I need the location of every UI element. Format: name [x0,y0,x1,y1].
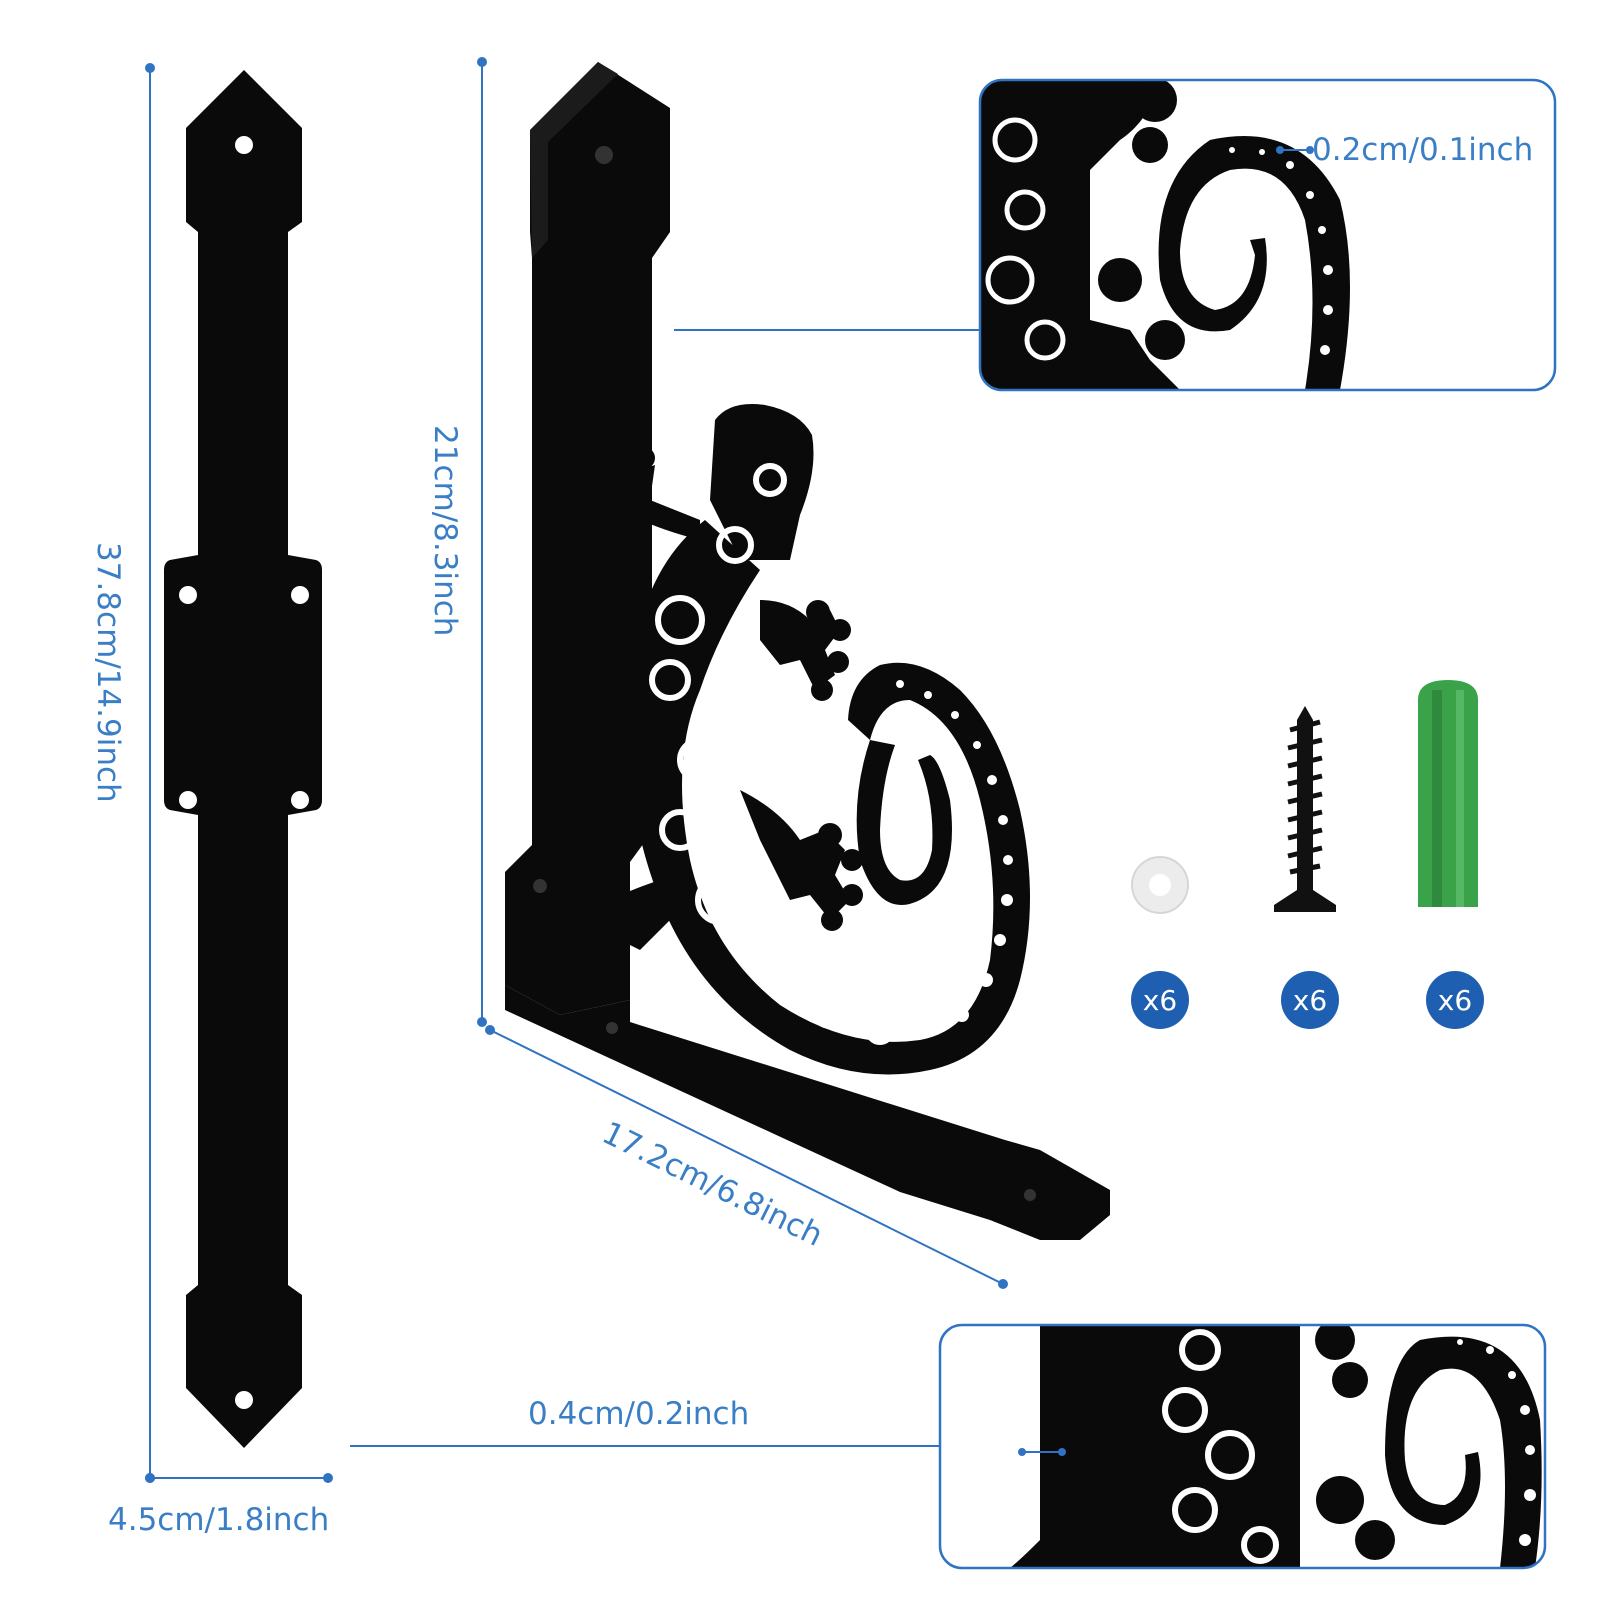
quantity-badge: x6 [1426,971,1484,1029]
tail-dots [896,680,1013,1022]
bracket-height-dimension: 21cm/8.3inch [427,57,487,1027]
bracket-hole [533,879,547,893]
strap-hole [291,586,309,604]
detail-top-thickness-label: 0.2cm/0.1inch [1312,132,1533,168]
strap-hole [291,791,309,809]
gecko-bracket [505,62,1110,1240]
wall-anchor-icon [1418,680,1478,907]
detail-callout-bottom: 0.4cm/0.2inch [350,1323,1547,1570]
bracket-hole [606,1022,618,1034]
strap-width-label: 4.5cm/1.8inch [108,1502,329,1538]
washer-icon [1131,856,1189,914]
gecko-cutout [564,404,1030,1075]
detail-callout-top: 0.2cm/0.1inch [674,78,1557,392]
flat-strap [164,70,322,1448]
strap-length-dimension: 37.8cm/14.9inch [90,63,155,1483]
strap-hole [235,1391,253,1409]
quantity-label: x6 [1143,984,1177,1017]
strap-shape [164,70,322,1448]
quantity-badge: x6 [1131,971,1189,1029]
accessories: x6 x6 x6 [1131,680,1484,1029]
strap-length-label: 37.8cm/14.9inch [90,542,126,803]
quantity-badge: x6 [1281,971,1339,1029]
bracket-horizontal-arm [505,985,1110,1240]
detail-bottom-thickness-label: 0.4cm/0.2inch [528,1396,749,1432]
strap-hole [179,586,197,604]
bracket-vertical-arm [505,62,670,1015]
screw-icon [1274,706,1336,912]
strap-hole [179,791,197,809]
bracket-height-label: 21cm/8.3inch [427,425,463,636]
strap-width-dimension: 4.5cm/1.8inch [108,1473,333,1538]
quantity-label: x6 [1438,984,1472,1017]
gecko-swirls [649,463,895,1045]
bracket-hole [595,146,613,164]
quantity-label: x6 [1293,984,1327,1017]
strap-hole [235,136,253,154]
bracket-hole [1024,1189,1036,1201]
